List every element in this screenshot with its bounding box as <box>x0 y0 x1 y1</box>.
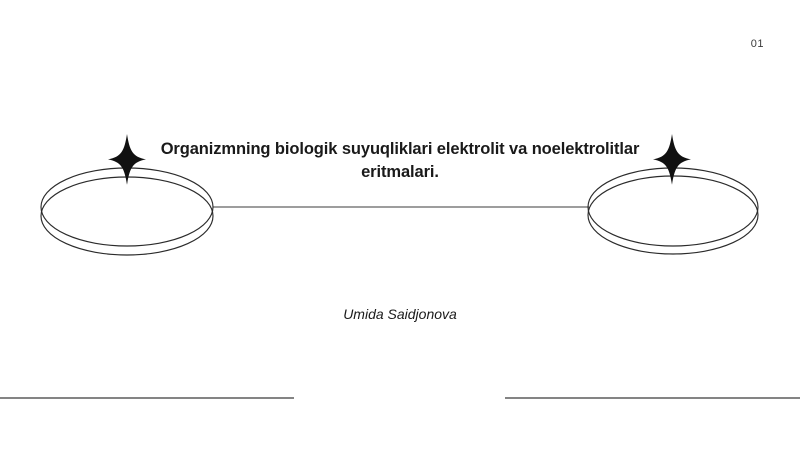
four-point-star-icon-left <box>108 134 146 185</box>
page-title: Organizmning biologik suyuqliklari elekt… <box>160 140 640 181</box>
left-ellipse-lower <box>40 176 214 256</box>
author-name: Umida Saidjonova <box>343 306 457 322</box>
author-block: Umida Saidjonova <box>0 306 800 324</box>
page-number: 01 <box>750 38 764 50</box>
four-point-star-icon-right <box>653 134 691 185</box>
title-block: Organizmning biologik suyuqliklari elekt… <box>150 138 650 184</box>
right-ellipse-lower <box>587 175 759 255</box>
